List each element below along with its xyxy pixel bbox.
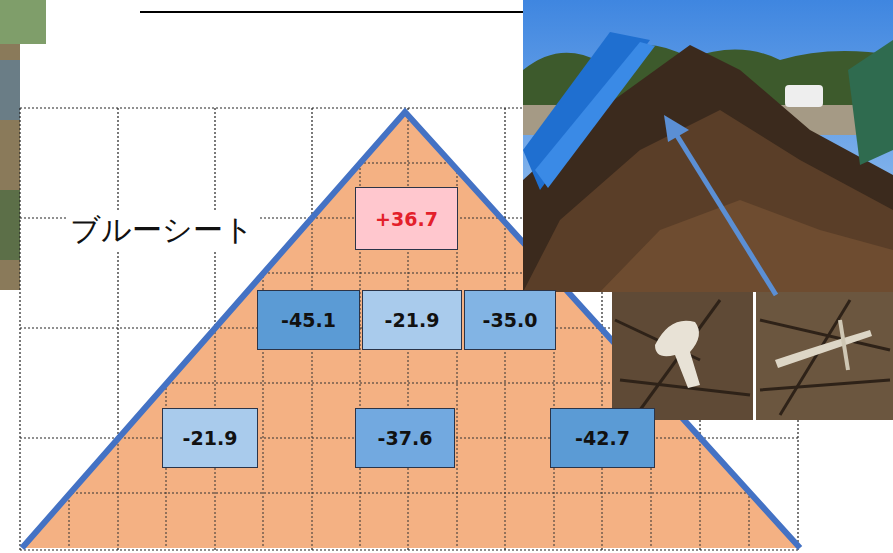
photo-edge xyxy=(0,44,20,290)
temperature-box: +36.7 xyxy=(355,187,458,250)
temperature-value: -21.9 xyxy=(385,309,440,331)
temperature-box: -35.0 xyxy=(464,290,556,350)
sheet-label: ブルーシート xyxy=(66,210,258,251)
temperature-box: -45.1 xyxy=(257,290,360,350)
header-underline xyxy=(140,11,545,13)
photo-edge xyxy=(0,190,20,260)
pile-photo xyxy=(523,0,893,292)
temperature-value: -45.1 xyxy=(281,309,336,331)
temperature-value: -35.0 xyxy=(483,309,538,331)
temperature-box: -42.7 xyxy=(550,408,655,468)
temperature-value: -37.6 xyxy=(378,427,433,449)
temperature-box: -21.9 xyxy=(362,290,462,350)
photo-edge xyxy=(0,60,20,120)
temperature-box: -37.6 xyxy=(355,408,455,468)
photo-edge xyxy=(0,0,46,44)
temperature-value: -42.7 xyxy=(575,427,630,449)
temperature-box: -21.9 xyxy=(162,408,258,468)
mushroom-photos xyxy=(612,292,893,420)
temperature-value: +36.7 xyxy=(375,208,438,230)
temperature-value: -21.9 xyxy=(183,427,238,449)
photo-pointer xyxy=(664,115,776,295)
